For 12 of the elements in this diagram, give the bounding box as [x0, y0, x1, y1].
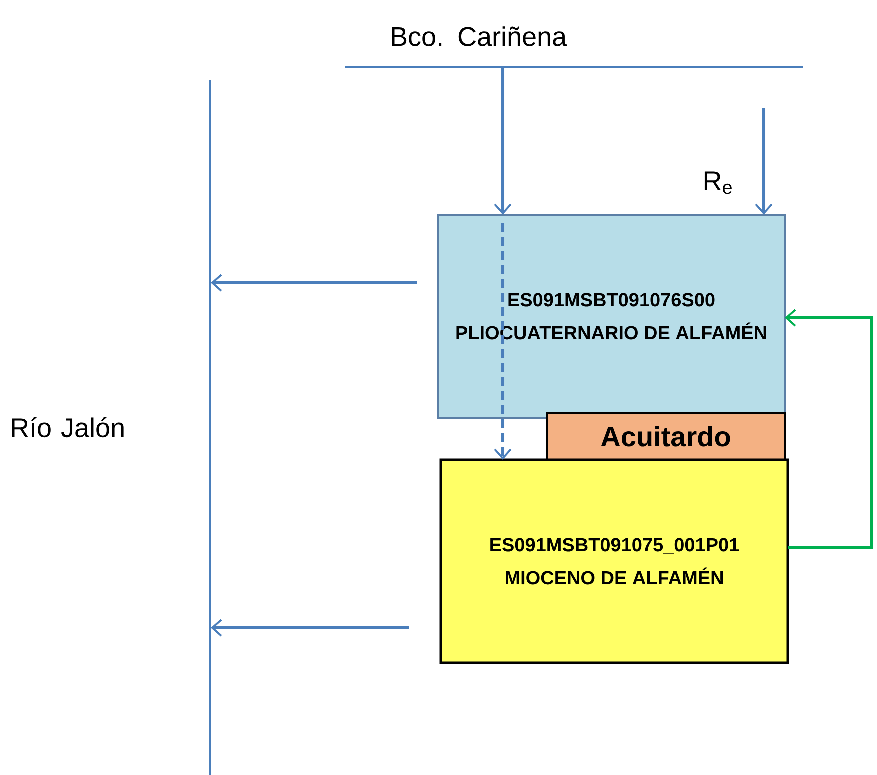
arrow — [494, 68, 512, 215]
aquifer-box: ES091MSBT091075_001P01 MIOCENO DE ALFAMÉN — [440, 458, 790, 664]
aquifer-box: ES091MSBT091076S00 PLIOCUATERNARIO DE ALFAMÉN — [437, 214, 786, 419]
river-line: Río Jalón — [12, 80, 211, 775]
arrow — [494, 223, 512, 460]
stream-line: Bco. Cariñena — [345, 26, 803, 68]
aquitard-box: Acuitardo — [546, 412, 786, 461]
edge-label: R$_{e}$ — [702, 170, 734, 196]
arrow — [755, 108, 773, 215]
arrow — [211, 619, 409, 637]
arrow — [785, 309, 874, 550]
arrow — [211, 274, 417, 292]
